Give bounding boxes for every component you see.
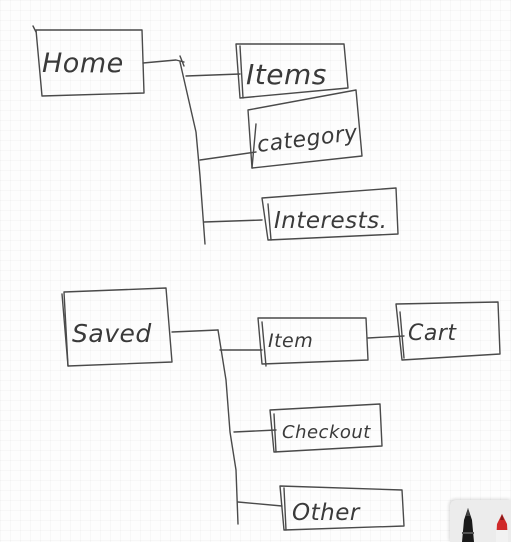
trunk-saved bbox=[217, 329, 239, 525]
node-checkout: Checkout bbox=[269, 403, 383, 453]
black-marker-icon[interactable] bbox=[458, 506, 478, 542]
node-checkout-label: Checkout bbox=[282, 422, 371, 443]
node-other: Other bbox=[279, 485, 405, 531]
branch-items bbox=[185, 73, 241, 77]
node-category-label: category bbox=[256, 121, 360, 158]
node-other-label: Other bbox=[292, 500, 361, 526]
node-item-label: Item bbox=[268, 330, 313, 352]
trunk-home bbox=[179, 61, 206, 245]
node-home: Home bbox=[32, 25, 145, 97]
node-interests: Interests. bbox=[261, 187, 399, 241]
node-interests-label: Interests. bbox=[274, 208, 387, 234]
red-marker-icon[interactable] bbox=[492, 512, 511, 542]
node-item: Item bbox=[257, 317, 369, 367]
branch-interests bbox=[203, 219, 263, 223]
node-category: category bbox=[247, 89, 363, 169]
branch-category bbox=[199, 151, 257, 161]
node-saved: Saved bbox=[61, 287, 173, 367]
pen-tool-tray bbox=[450, 500, 511, 542]
connector-home bbox=[142, 55, 185, 67]
node-items-label: Items bbox=[246, 58, 327, 91]
node-home-label: Home bbox=[42, 48, 124, 79]
node-items: Items bbox=[235, 43, 349, 99]
connector-cart bbox=[367, 335, 405, 339]
branch-checkout bbox=[233, 429, 277, 433]
node-cart-label: Cart bbox=[408, 321, 457, 346]
connector-saved bbox=[171, 329, 219, 333]
branch-other bbox=[237, 501, 283, 507]
node-cart: Cart bbox=[395, 301, 501, 361]
node-saved-label: Saved bbox=[72, 319, 152, 348]
